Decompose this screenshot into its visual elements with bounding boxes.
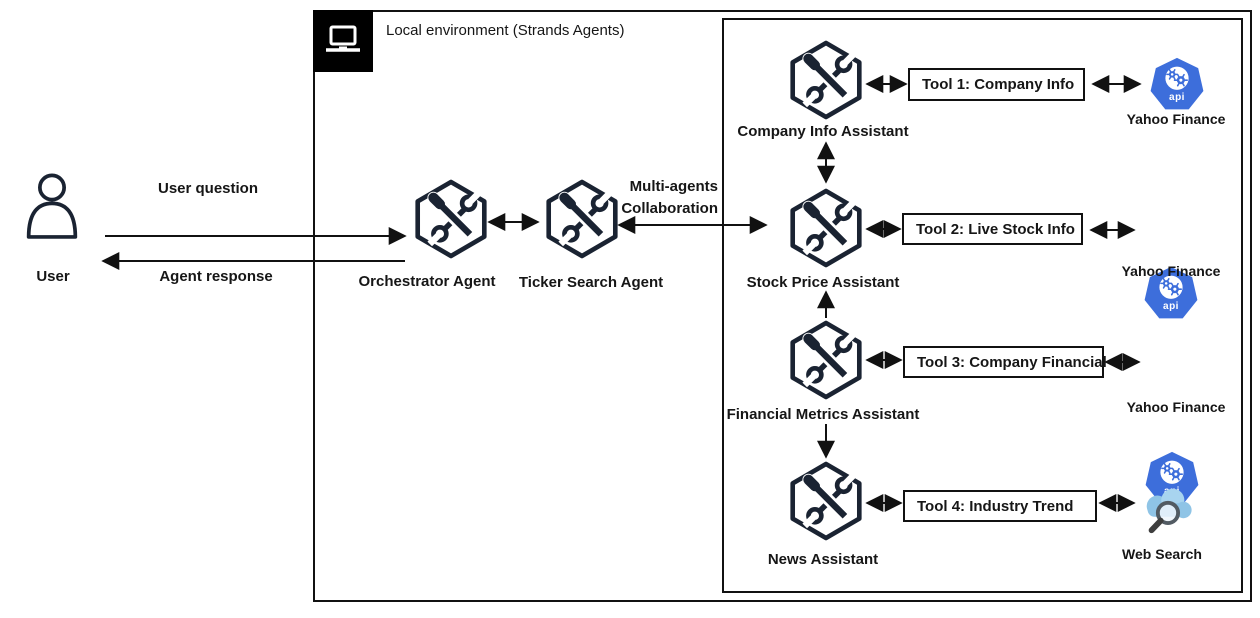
tool1-box: Tool 1: Company Info xyxy=(908,68,1085,101)
collaboration-line1: Multi-agents xyxy=(629,178,718,195)
laptop-icon xyxy=(313,10,373,72)
api-badge-text: api xyxy=(1163,301,1179,312)
web-search-label: Web Search xyxy=(1122,546,1202,562)
ticker-search-agent-icon xyxy=(545,178,619,260)
yahoo-finance-label-3: Yahoo Finance xyxy=(1126,399,1226,415)
tool2-box: Tool 2: Live Stock Info xyxy=(902,213,1083,245)
stock-price-assistant-label: Stock Price Assistant xyxy=(746,274,900,291)
ticker-search-agent-label: Ticker Search Agent xyxy=(518,274,664,291)
api-icon: api xyxy=(1148,56,1206,114)
yahoo-finance-label-2: Yahoo Finance xyxy=(1121,263,1221,279)
multi-agents-box xyxy=(722,18,1243,593)
orchestrator-agent-label: Orchestrator Agent xyxy=(358,273,496,290)
api-badge-text: api xyxy=(1169,92,1185,103)
collaboration-line2: Collaboration xyxy=(621,200,718,217)
environment-title: Local environment (Strands Agents) xyxy=(386,22,625,39)
user-label: User xyxy=(36,268,70,285)
local-environment-box xyxy=(313,10,1252,602)
yahoo-finance-label-1: Yahoo Finance xyxy=(1126,111,1226,127)
user-question-label: User question xyxy=(157,180,259,197)
financial-metrics-assistant-label: Financial Metrics Assistant xyxy=(726,406,920,423)
news-assistant-label: News Assistant xyxy=(767,551,879,568)
tool4-box: Tool 4: Industry Trend xyxy=(903,490,1097,522)
news-agent-icon xyxy=(789,460,863,542)
web-search-icon xyxy=(1138,482,1196,538)
company-info-assistant-label: Company Info Assistant xyxy=(737,123,909,140)
agent-response-label: Agent response xyxy=(159,268,273,285)
tool3-box: Tool 3: Company Financial xyxy=(903,346,1107,378)
orchestrator-agent-icon xyxy=(414,178,488,260)
stock-price-agent-icon xyxy=(789,187,863,269)
collaboration-label: Multi-agents Collaboration xyxy=(621,176,718,220)
financial-metrics-agent-icon xyxy=(789,319,863,401)
api-icon: api xyxy=(1142,265,1200,323)
user-icon xyxy=(24,170,80,246)
company-info-agent-icon xyxy=(789,39,863,121)
